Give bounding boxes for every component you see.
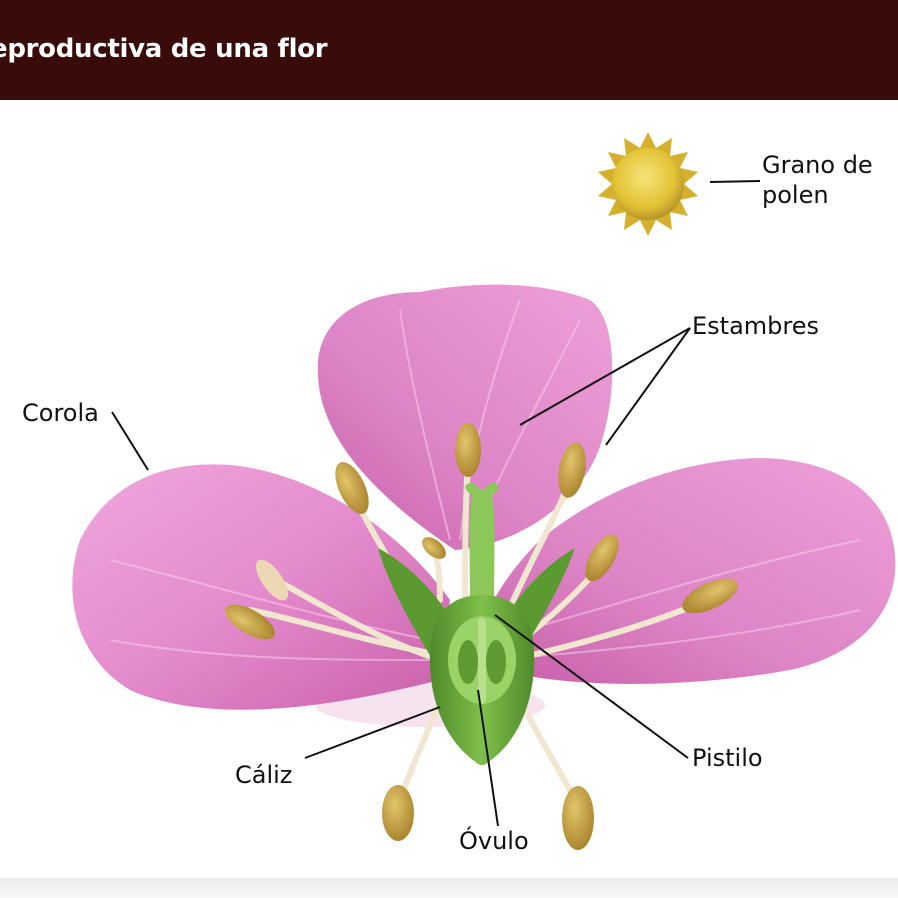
ovule-left	[458, 640, 478, 684]
label-pistil: Pistilo	[692, 744, 763, 772]
petal-right	[470, 458, 896, 684]
page-title: eproductiva de una flor	[0, 34, 328, 64]
label-ovule: Óvulo	[459, 827, 529, 855]
leader-lines	[111, 180, 761, 827]
ovary-septum	[478, 618, 486, 704]
label-pollen-grain-line1: Grano de	[762, 151, 873, 179]
flower-illustration	[72, 132, 896, 850]
anthers	[225, 423, 738, 850]
petal-back	[317, 284, 613, 550]
flower-diagram: Grano de polen Estambres Corola Pistilo …	[0, 100, 898, 878]
label-stamens: Estambres	[692, 312, 820, 340]
label-corolla: Corola	[22, 399, 99, 427]
bottom-scroll-shadow	[0, 878, 898, 898]
label-pollen-grain-line2: polen	[762, 181, 829, 209]
ovule-right	[486, 640, 506, 684]
header-bar: eproductiva de una flor	[0, 0, 898, 100]
pollen-grain	[598, 132, 698, 236]
pistil-style	[465, 482, 499, 605]
label-calyx: Cáliz	[235, 761, 293, 789]
label-pollen-grain: Grano de polen	[762, 150, 873, 210]
